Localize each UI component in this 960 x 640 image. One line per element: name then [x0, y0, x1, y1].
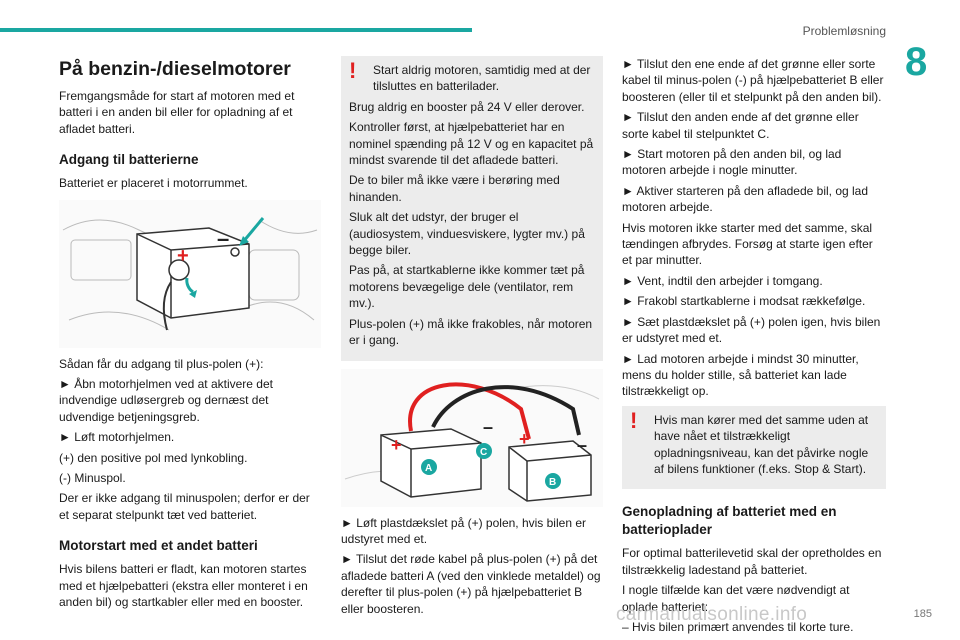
page-number: 185	[913, 608, 932, 620]
step-5: ► Start motoren på den anden bil, og lad…	[622, 147, 842, 178]
fig2-minus-b: –	[577, 435, 587, 455]
fig2-label-c: C	[480, 447, 487, 458]
fig2-marker-c	[476, 442, 492, 459]
fig2-plus-b: +	[519, 429, 530, 449]
access-line-1: Sådan får du adgang til plus-polen (+):	[59, 356, 264, 371]
access-line-3: ► Løft motorhjelmen.	[59, 430, 175, 445]
battery-location-text: Batteriet er placeret i motorrummet.	[59, 176, 248, 191]
warning-box-2: ! Hvis man kører med det samme uden at h…	[622, 405, 886, 490]
warning-line-7: Plus-polen (+) må ikke frakobles, når mo…	[349, 316, 593, 348]
column-2: ! Start aldrig motoren, samtidig med at …	[341, 56, 603, 621]
jump-start-text: Hvis bilens batteri er fladt, kan motore…	[59, 562, 308, 610]
battery-figure: + –	[59, 199, 321, 348]
watermark: carmanualsonline.info	[616, 604, 808, 625]
step-6: ► Aktiver starteren på den afladede bil,…	[622, 183, 869, 215]
charge-line-2: I nogle tilfælde kan det være nødvendigt…	[622, 583, 850, 614]
step-8: ► Frakobl startkablerne i modsat rækkefø…	[622, 294, 866, 309]
access-line-5: (-) Minuspol.	[59, 471, 126, 486]
warning-line-5: Sluk alt det udstyr, der bruger el (audi…	[349, 210, 585, 258]
chapter-number: 8	[905, 40, 928, 84]
step-1: ► Løft plastdækslet på (+) polen, hvis b…	[341, 515, 586, 546]
step-3: ► Tilslut den ene ende af det grønne ell…	[622, 57, 884, 104]
access-line-2: ► Åbn motorhjelmen ved at aktivere det i…	[59, 377, 273, 424]
warning-line-1: Start aldrig motoren, samtidig med at de…	[373, 63, 591, 94]
fig2-marker-b	[545, 472, 561, 489]
step-note: Hvis motoren ikke starter med det samme,…	[622, 220, 873, 268]
heading-jump-start: Motorstart med et andet batteri	[59, 538, 258, 554]
fig2-minus-a: –	[483, 417, 493, 437]
step-2: ► Tilslut det røde kabel på plus-polen (…	[341, 552, 601, 616]
section-title: Problemløsning	[802, 24, 886, 38]
step-10: ► Lad motoren arbejde i mindst 30 minutt…	[622, 351, 859, 399]
fig2-marker-a	[421, 458, 437, 475]
warning-line-6: Pas på, at startkablerne ikke kommer tæt…	[349, 263, 585, 311]
access-line-4: (+) den positive pol med lynkobling.	[59, 450, 248, 465]
heading-access: Adgang til batterierne	[59, 152, 199, 168]
page-title: På benzin-/dieselmotorer	[59, 58, 291, 80]
fig1-minus-label: –	[217, 226, 229, 251]
step-7: ► Vent, indtil den arbejder i tomgang.	[622, 273, 823, 288]
step-9: ► Sæt plastdækslet på (+) polen igen, hv…	[622, 314, 881, 346]
warning-icon: !	[349, 58, 357, 83]
step-4: ► Tilslut den anden ende af det grønne e…	[622, 110, 859, 141]
fig2-label-a: A	[425, 463, 432, 474]
warning-box: ! Start aldrig motoren, samtidig med at …	[341, 56, 603, 361]
fig2-plus-a: +	[391, 435, 402, 455]
charge-line-1: For optimal batterilevetid skal der opre…	[622, 546, 882, 577]
fig1-plus-label: +	[177, 245, 189, 267]
warning-line-2: Brug aldrig en booster på 24 V eller der…	[349, 99, 585, 114]
warning-icon: !	[630, 407, 638, 433]
jump-cable-figure: + + – – A C B	[341, 368, 603, 507]
access-line-6: Der er ikke adgang til minuspolen; derfo…	[59, 491, 310, 522]
fig2-label-b: B	[549, 477, 556, 488]
column-3: ► Tilslut den ene ende af det grønne ell…	[622, 56, 886, 639]
warning-line-3: Kontroller først, at hjælpebatteriet har…	[349, 120, 594, 168]
header-accent-bar	[0, 28, 472, 32]
warning-line-4: De to biler må ikke være i berøring med …	[349, 173, 560, 204]
charge-line-3: – Hvis bilen primært anvendes til korte …	[622, 619, 854, 634]
intro-text: Fremgangsmåde for start af motoren med e…	[59, 89, 295, 136]
heading-charger: Genopladning af batteriet med en batteri…	[622, 504, 837, 538]
warning-text-2: Hvis man kører med det samme uden at hav…	[654, 412, 869, 476]
column-1: På benzin-/dieselmotorer Fremgangsmåde f…	[59, 56, 321, 615]
